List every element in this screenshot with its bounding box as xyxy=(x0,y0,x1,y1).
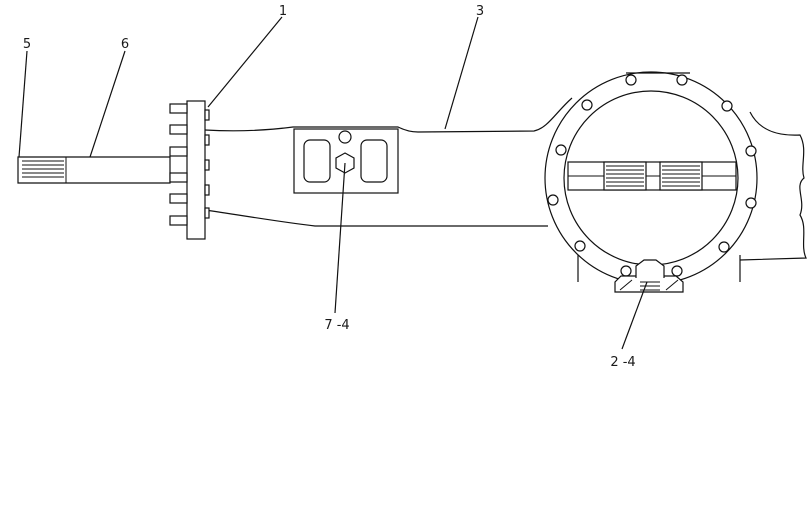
callout-1: 1 xyxy=(279,4,287,19)
callout-2-4: 2 -4 xyxy=(610,355,635,370)
housing-body xyxy=(204,72,807,282)
axle-shaft xyxy=(17,156,171,184)
differential-ring xyxy=(544,71,758,285)
bolt-holes xyxy=(547,74,757,277)
wheel-flange xyxy=(169,100,210,240)
leader-lines xyxy=(18,16,648,350)
callout-6: 6 xyxy=(121,37,129,52)
callout-7-4: 7 -4 xyxy=(324,318,349,333)
callout-5: 5 xyxy=(23,37,31,52)
drain-plug xyxy=(614,259,684,293)
callout-3: 3 xyxy=(476,4,484,19)
inspection-pad xyxy=(293,128,399,194)
